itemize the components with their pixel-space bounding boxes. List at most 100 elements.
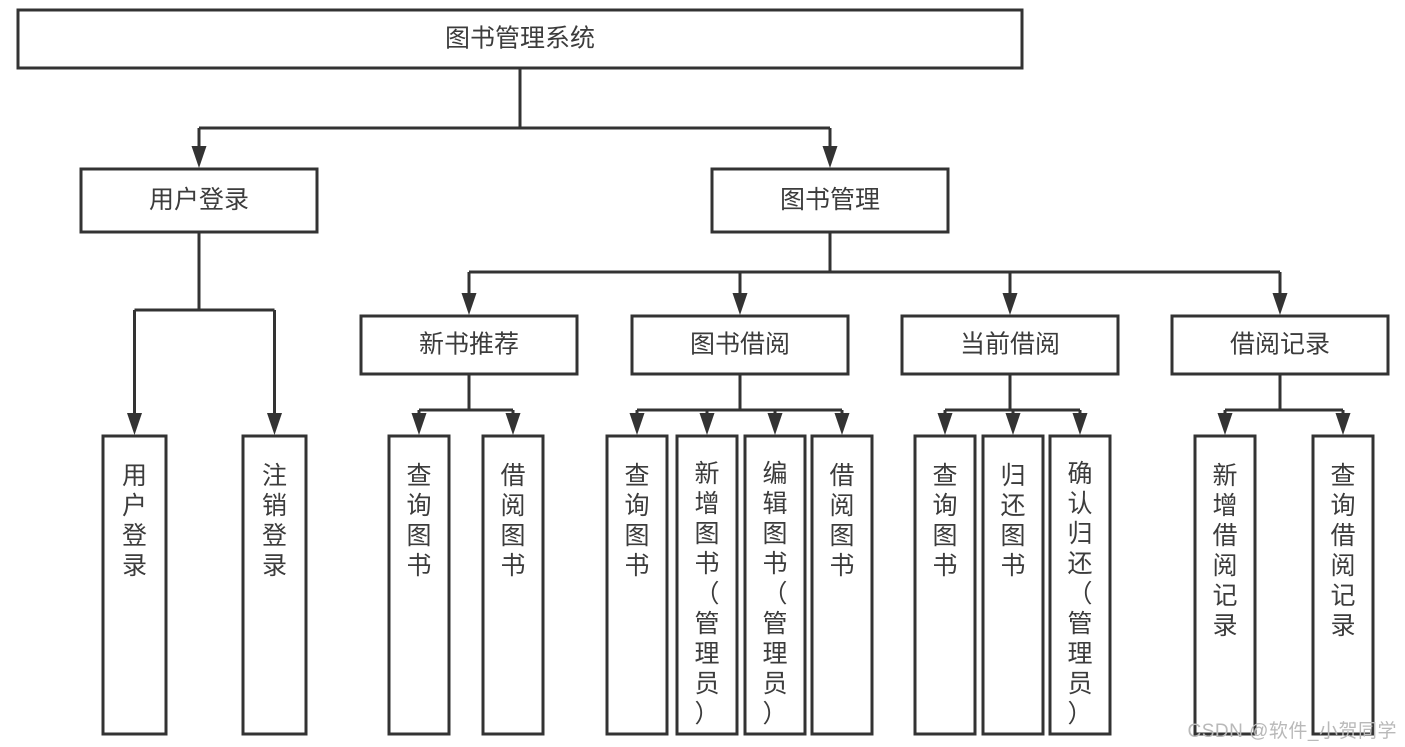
node-label-char: 图 (500, 522, 525, 550)
node-label-char: 登 (262, 522, 287, 550)
arrow-head-borrow-record (1272, 293, 1288, 315)
arrow-head-leaf-return-book (1005, 413, 1021, 435)
node-label-char: 确 (1067, 460, 1092, 488)
arrow-head-book-manage (822, 146, 838, 168)
edges-layer (127, 68, 1351, 435)
node-leaf-return-book[interactable]: 归还图书归还图书 (981, 434, 1045, 736)
arrow-head-leaf-query-record (1335, 413, 1351, 435)
node-label-char: 新 (1212, 462, 1237, 490)
node-label-user-login: 用户登录 (149, 186, 249, 214)
node-label-char: 阅 (829, 492, 854, 520)
node-label-char: 记 (1330, 582, 1355, 610)
node-label-char: 员 (694, 670, 719, 698)
arrow-head-user-login (191, 146, 207, 168)
node-label-char: 图 (1000, 522, 1025, 550)
node-box-leaf-query-record (1311, 434, 1375, 736)
node-leaf-user-login[interactable]: 用户登录用户登录 (101, 434, 168, 736)
node-root[interactable]: 图书管理系统 (16, 8, 1024, 70)
node-leaf-add-record[interactable]: 新增借阅记录新增借阅记录 (1193, 434, 1257, 736)
node-book-manage[interactable]: 图书管理 (710, 167, 950, 234)
node-label-char: 阅 (500, 492, 525, 520)
node-leaf-query-book-3[interactable]: 查询图书查询图书 (913, 434, 977, 736)
node-label-char: 书 (762, 550, 787, 578)
node-box-leaf-add-book (675, 434, 739, 736)
node-label-current-borrow: 当前借阅 (960, 331, 1060, 359)
node-leaf-borrow-book-1[interactable]: 借阅图书借阅图书 (481, 434, 545, 736)
node-box-leaf-query-book-2 (605, 434, 669, 736)
node-label-char: 记 (1212, 582, 1237, 610)
arrow-head-current-borrow (1002, 293, 1018, 315)
node-label-char: 增 (694, 490, 719, 518)
node-label-char: 书 (932, 552, 957, 580)
watermark-text: CSDN @软件_小贺同学 (1187, 721, 1397, 742)
node-label-char: 图 (829, 522, 854, 550)
node-box-leaf-add-record (1193, 434, 1257, 736)
node-box-root (16, 8, 1024, 70)
node-label-root: 图书管理系统 (445, 25, 595, 53)
node-leaf-query-book-2[interactable]: 查询图书查询图书 (605, 434, 669, 736)
node-box-borrow-record (1170, 314, 1390, 376)
node-label-char: 阅 (1212, 552, 1237, 580)
node-label-new-book-rec: 新书推荐 (419, 331, 519, 359)
node-label-char: 户 (122, 492, 147, 520)
node-label-char: 借 (500, 462, 525, 490)
node-box-leaf-query-book-3 (913, 434, 977, 736)
node-box-leaf-confirm-return (1048, 434, 1112, 736)
node-book-borrow[interactable]: 图书借阅 (630, 314, 850, 376)
node-current-borrow[interactable]: 当前借阅 (900, 314, 1120, 376)
node-label-char: 图 (624, 522, 649, 550)
node-label-char: 阅 (1330, 552, 1355, 580)
node-label-borrow-record: 借阅记录 (1230, 331, 1330, 359)
node-label-char: ） (694, 700, 719, 728)
node-leaf-query-book-1[interactable]: 查询图书查询图书 (387, 434, 451, 736)
node-label-char: 录 (122, 552, 147, 580)
arrow-head-leaf-user-logout (267, 413, 282, 435)
node-label-char: 查 (624, 462, 649, 490)
arrow-head-leaf-add-book (699, 413, 715, 435)
node-box-leaf-return-book (981, 434, 1045, 736)
node-leaf-query-record[interactable]: 查询借阅记录查询借阅记录 (1311, 434, 1375, 736)
node-box-user-login (79, 167, 319, 234)
node-label-char: 书 (829, 552, 854, 580)
node-label-char: 归 (1067, 520, 1092, 548)
node-label-char: 辑 (762, 490, 787, 518)
node-label-char: 新 (694, 460, 719, 488)
arrow-head-leaf-confirm-return (1072, 413, 1088, 435)
node-label-char: 书 (406, 552, 431, 580)
node-label-char: 查 (406, 462, 431, 490)
node-box-leaf-edit-book (743, 434, 807, 736)
node-label-char: 编 (762, 460, 787, 488)
node-new-book-rec[interactable]: 新书推荐 (359, 314, 579, 376)
node-box-leaf-borrow-book-1 (481, 434, 545, 736)
node-borrow-record[interactable]: 借阅记录 (1170, 314, 1390, 376)
node-label-char: 员 (1067, 670, 1092, 698)
node-box-current-borrow (900, 314, 1120, 376)
node-label-char: 管 (762, 610, 787, 638)
node-label-char: 图 (694, 520, 719, 548)
node-label-char: 理 (1067, 640, 1092, 668)
node-label-book-borrow: 图书借阅 (690, 331, 790, 359)
node-leaf-user-logout[interactable]: 注销登录注销登录 (241, 434, 308, 736)
node-leaf-borrow-book-2[interactable]: 借阅图书借阅图书 (810, 434, 874, 736)
node-label-char: 归 (1000, 462, 1025, 490)
node-label-char: 增 (1212, 492, 1237, 520)
node-label-char: 书 (624, 552, 649, 580)
node-box-leaf-query-book-1 (387, 434, 451, 736)
node-label-char: 询 (624, 492, 649, 520)
node-label-char: 理 (694, 640, 719, 668)
arrow-head-new-book-rec (461, 293, 477, 315)
node-label-char: （ (762, 580, 787, 608)
node-label-char: （ (1067, 580, 1092, 608)
node-user-login[interactable]: 用户登录 (79, 167, 319, 234)
node-label-char: ） (762, 700, 787, 728)
node-label-char: 录 (1330, 612, 1355, 640)
arrow-head-leaf-edit-book (767, 413, 783, 435)
arrow-head-book-borrow (732, 293, 748, 315)
node-label-char: 管 (1067, 610, 1092, 638)
arrow-head-leaf-borrow-book-1 (505, 413, 521, 435)
